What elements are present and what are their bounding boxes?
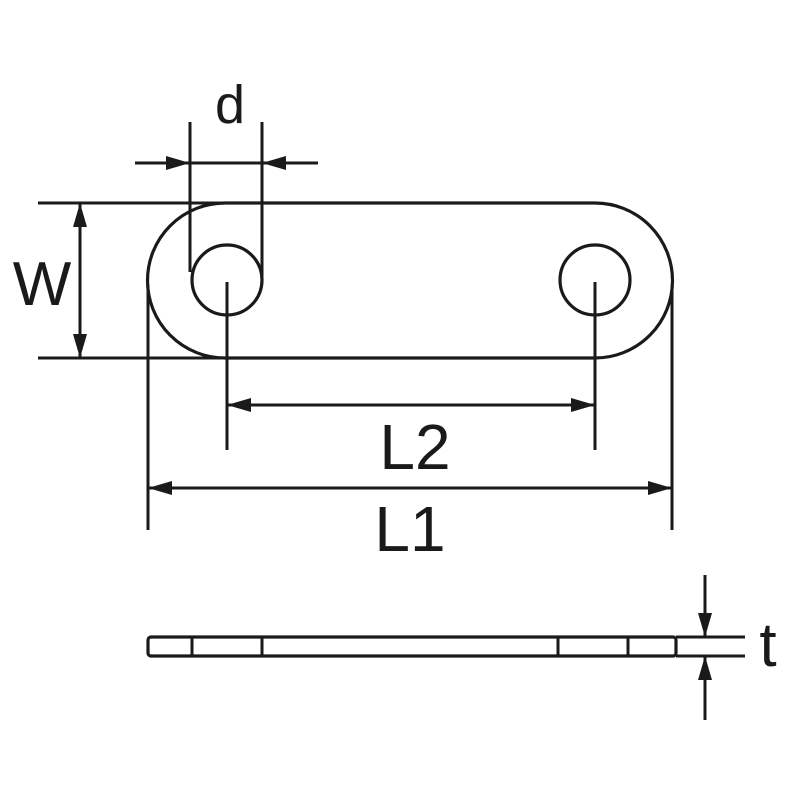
- label-thickness: t: [759, 611, 776, 680]
- dimension-arrows: [73, 156, 672, 495]
- label-overall-length: L1: [374, 493, 445, 565]
- label-width: W: [13, 250, 72, 319]
- side-view: [146, 575, 745, 720]
- label-diameter: d: [215, 75, 245, 135]
- dimension-labels: d W L2 L1 t: [13, 75, 777, 680]
- plate-side-profile: [146, 635, 678, 658]
- label-hole-spacing: L2: [379, 411, 450, 483]
